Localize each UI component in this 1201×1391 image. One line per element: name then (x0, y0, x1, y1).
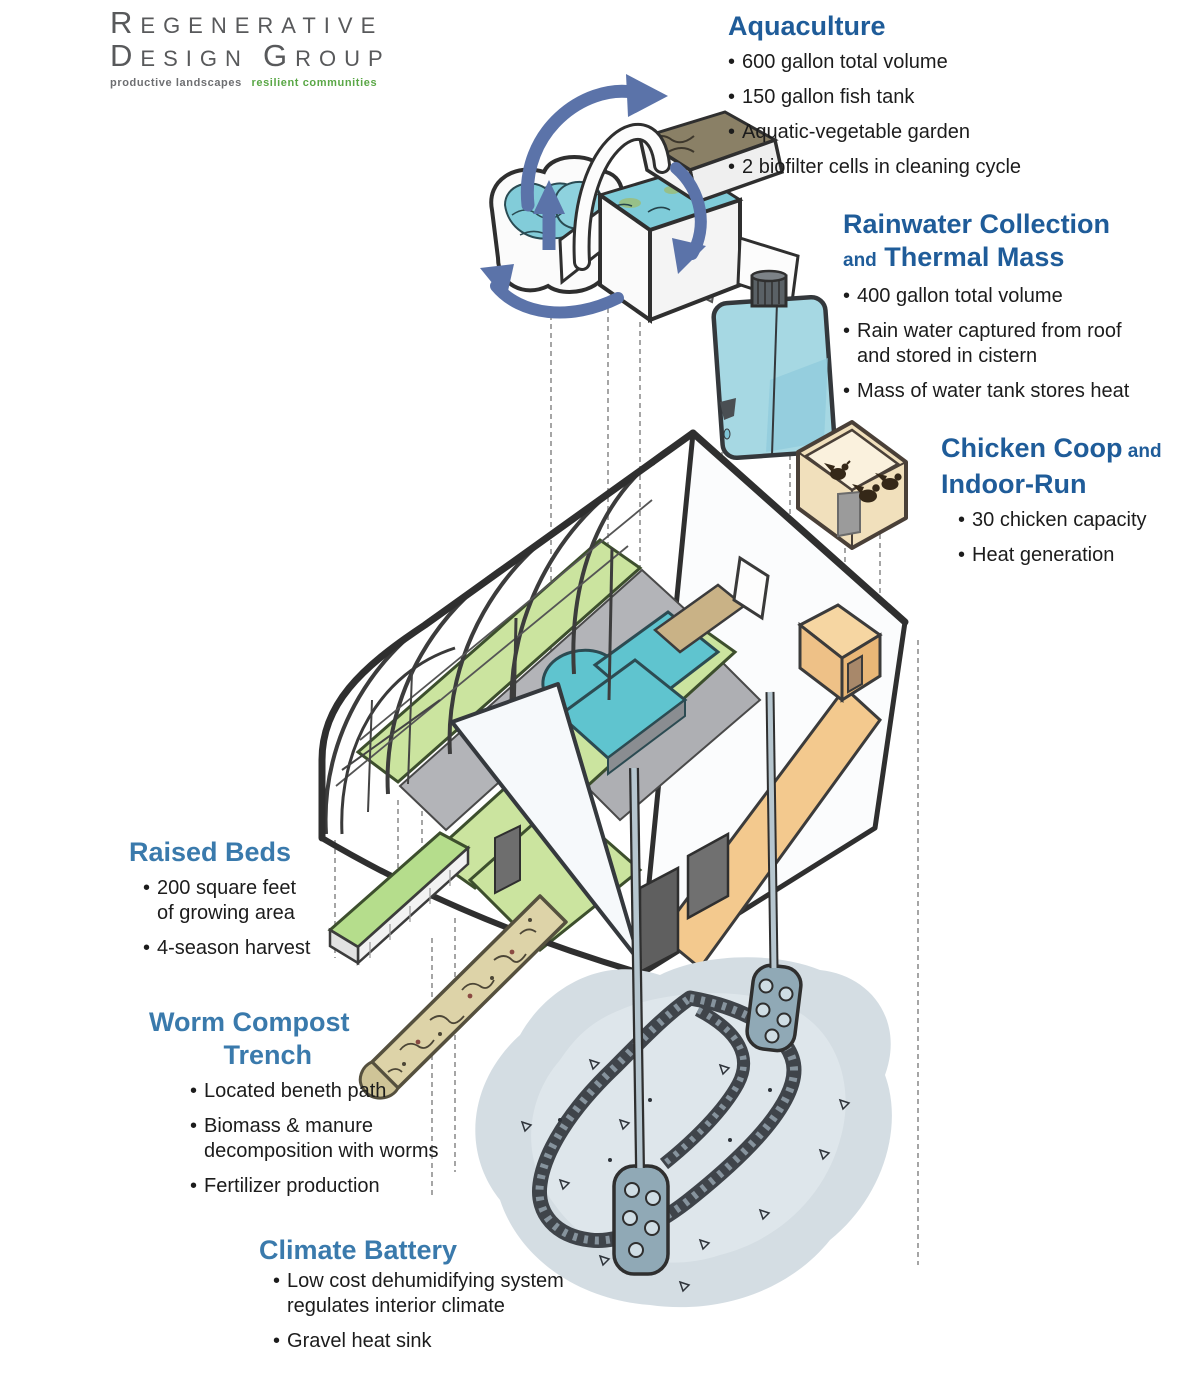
logo: REGENERATIVE DESIGN GROUP productive lan… (110, 8, 383, 90)
bullet-dot: • (143, 937, 151, 959)
list-item: •150 gallon fish tank (728, 86, 915, 108)
bullet-dot: • (843, 285, 851, 307)
list-item: •Mass of water tank stores heat (843, 380, 1130, 402)
logo-word-regenerative: REGENERATIVE (110, 5, 384, 40)
aquaculture-title: Aquaculture (728, 11, 886, 41)
list-item: •30 chicken capacity (958, 509, 1147, 531)
list-item: •Aquatic-vegetable garden (728, 121, 970, 143)
raised-bed-illustration (327, 831, 471, 966)
list-item: •400 gallon total volume (843, 285, 1063, 307)
callout-rainwater: Rainwater Collection and Thermal Mass •4… (843, 208, 1129, 414)
chicken-icon (824, 460, 902, 503)
list-item: •Fertilizer production (190, 1175, 380, 1197)
logo-tagline: productive landscapes resilient communit… (110, 77, 377, 89)
callout-aquaculture: Aquaculture •600 gallon total volume •15… (728, 10, 1021, 190)
list-item: •4-season harvest (143, 937, 311, 959)
bullet-dot: • (728, 86, 736, 108)
worm-compost-title-line1: Worm Compost (149, 1007, 350, 1037)
chicken-coop-illustration (796, 420, 908, 550)
bullet-dot: • (190, 1175, 198, 1197)
climate-battery-illustration (475, 691, 892, 1308)
bullet-dot: • (843, 320, 851, 342)
bullet-dot: • (273, 1330, 281, 1352)
manifold-lower (612, 1164, 670, 1276)
logo-word-group: GROUP (262, 38, 391, 73)
callout-climate-battery: Climate Battery •Low cost dehumidifying … (259, 1234, 564, 1364)
callout-worm-compost: Worm Compost Trench •Located beneth path… (149, 1006, 439, 1209)
cistern-illustration (711, 269, 837, 461)
logo-name-line2: DESIGN GROUP (110, 38, 383, 74)
logo-word-design: DESIGN (110, 38, 249, 73)
logo-tagline-green: resilient communities (251, 77, 378, 89)
list-item: •Located beneth path (190, 1080, 387, 1102)
water-cycle-arrows-icon (480, 74, 707, 319)
greenhouse-system-illustration (318, 74, 919, 1308)
logo-name-line1: REGENERATIVE (110, 8, 375, 41)
bullet-dot: • (190, 1080, 198, 1102)
bullet-dot: • (728, 51, 736, 73)
rainwater-bullets: •400 gallon total volume •Rain water cap… (843, 284, 1129, 404)
list-item: •Heat generation (958, 544, 1115, 566)
bullet-dot: • (958, 509, 966, 531)
callout-chicken-coop: Chicken Coop and Indoor-Run •30 chicken … (941, 432, 1162, 578)
list-item: •2 biofilter cells in cleaning cycle (728, 156, 1022, 178)
bullet-dot: • (958, 544, 966, 566)
rainwater-title-line1: Rainwater Collection (843, 209, 1111, 239)
manifold-upper (745, 963, 803, 1053)
aquaculture-bullets: •600 gallon total volume •150 gallon fis… (728, 50, 1021, 180)
bullet-dot: • (728, 121, 736, 143)
logo-tagline-gray: productive landscapes (110, 77, 242, 89)
climate-battery-title: Climate Battery (259, 1235, 458, 1265)
bullet-dot: • (190, 1115, 198, 1137)
chicken-title-line1: Chicken Coop and (941, 433, 1162, 463)
chicken-title-line2: Indoor-Run (941, 469, 1087, 499)
worm-compost-illustration (358, 894, 568, 1100)
bullet-dot: • (273, 1270, 281, 1292)
worm-compost-title-line2: Trench (223, 1040, 312, 1070)
list-item: •Gravel heat sink (273, 1330, 432, 1352)
list-item: •600 gallon total volume (728, 51, 948, 73)
chicken-bullets: •30 chicken capacity •Heat generation (958, 508, 1162, 568)
bullet-dot: • (143, 877, 151, 899)
bullet-dot: • (728, 156, 736, 178)
rainwater-title-line2: and Thermal Mass (843, 242, 1065, 272)
riser-pipes (629, 691, 779, 1169)
bullet-dot: • (843, 380, 851, 402)
raised-beds-title: Raised Beds (129, 837, 292, 867)
